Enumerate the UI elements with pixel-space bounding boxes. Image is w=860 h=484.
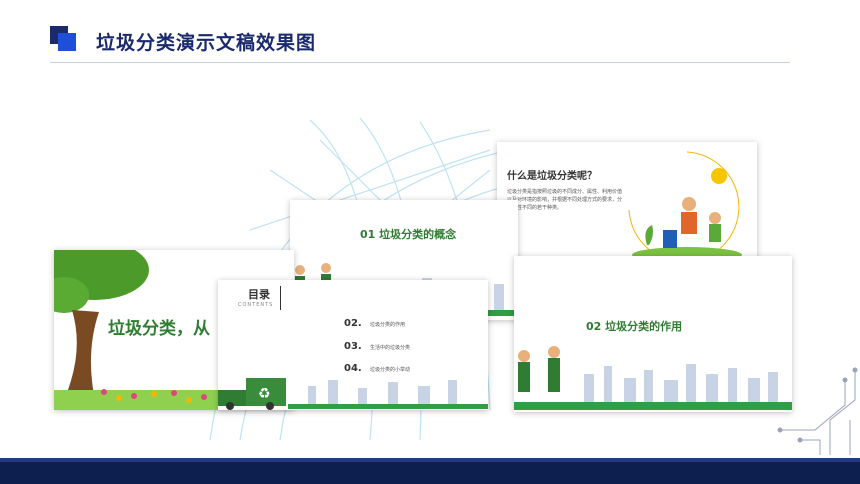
logo-square-blue [58, 33, 76, 51]
slide-question[interactable]: 什么是垃圾分类呢？ 垃圾分类是指按照垃圾的不同成分、属性、利用价值 以及对环境的… [497, 142, 757, 260]
toc-item-num: 04. [344, 363, 362, 374]
question-title: 什么是垃圾分类呢？ [507, 171, 597, 182]
slide-section-2[interactable]: 02 垃圾分类的作用 [514, 256, 792, 412]
toc-item-text: 生活中的垃圾分类 [370, 345, 411, 351]
toc-item-text: 垃圾分类的小举动 [370, 367, 411, 373]
cover-title: 垃圾分类，从 [108, 319, 210, 339]
city-skyline-kids-illustration [514, 346, 792, 410]
page-title: 垃圾分类演示文稿效果图 [96, 32, 317, 54]
header-divider [50, 62, 790, 63]
toc-divider [280, 286, 281, 310]
slide-toc[interactable]: 目录 CONTENTS 02. 垃圾分类的作用 03. 生活中的垃圾分类 04.… [218, 280, 488, 410]
question-body-line3: 成属性不同的若干种类。 [507, 205, 563, 211]
question-body-line2: 以及对环境的影响，并根据不同处理方式的要求，分 [507, 197, 623, 203]
recycling-truck-illustration: ♻ [218, 378, 488, 410]
toc-item-text: 垃圾分类的作用 [370, 322, 406, 328]
svg-text:♻: ♻ [258, 386, 271, 402]
toc-item-num: 02. [344, 318, 362, 329]
kids-recycling-illustration [628, 151, 742, 260]
toc-title: 目录 [248, 288, 270, 301]
circuit-decoration [777, 367, 858, 455]
question-body-line1: 垃圾分类是指按照垃圾的不同成分、属性、利用价值 [507, 189, 623, 195]
footer-accent [0, 458, 860, 462]
toc-subtitle: CONTENTS [238, 302, 274, 308]
toc-item-num: 03. [344, 341, 362, 352]
footer-band [0, 462, 860, 484]
section1-title: 01 垃圾分类的概念 [360, 228, 457, 241]
section2-title: 02 垃圾分类的作用 [586, 320, 683, 333]
